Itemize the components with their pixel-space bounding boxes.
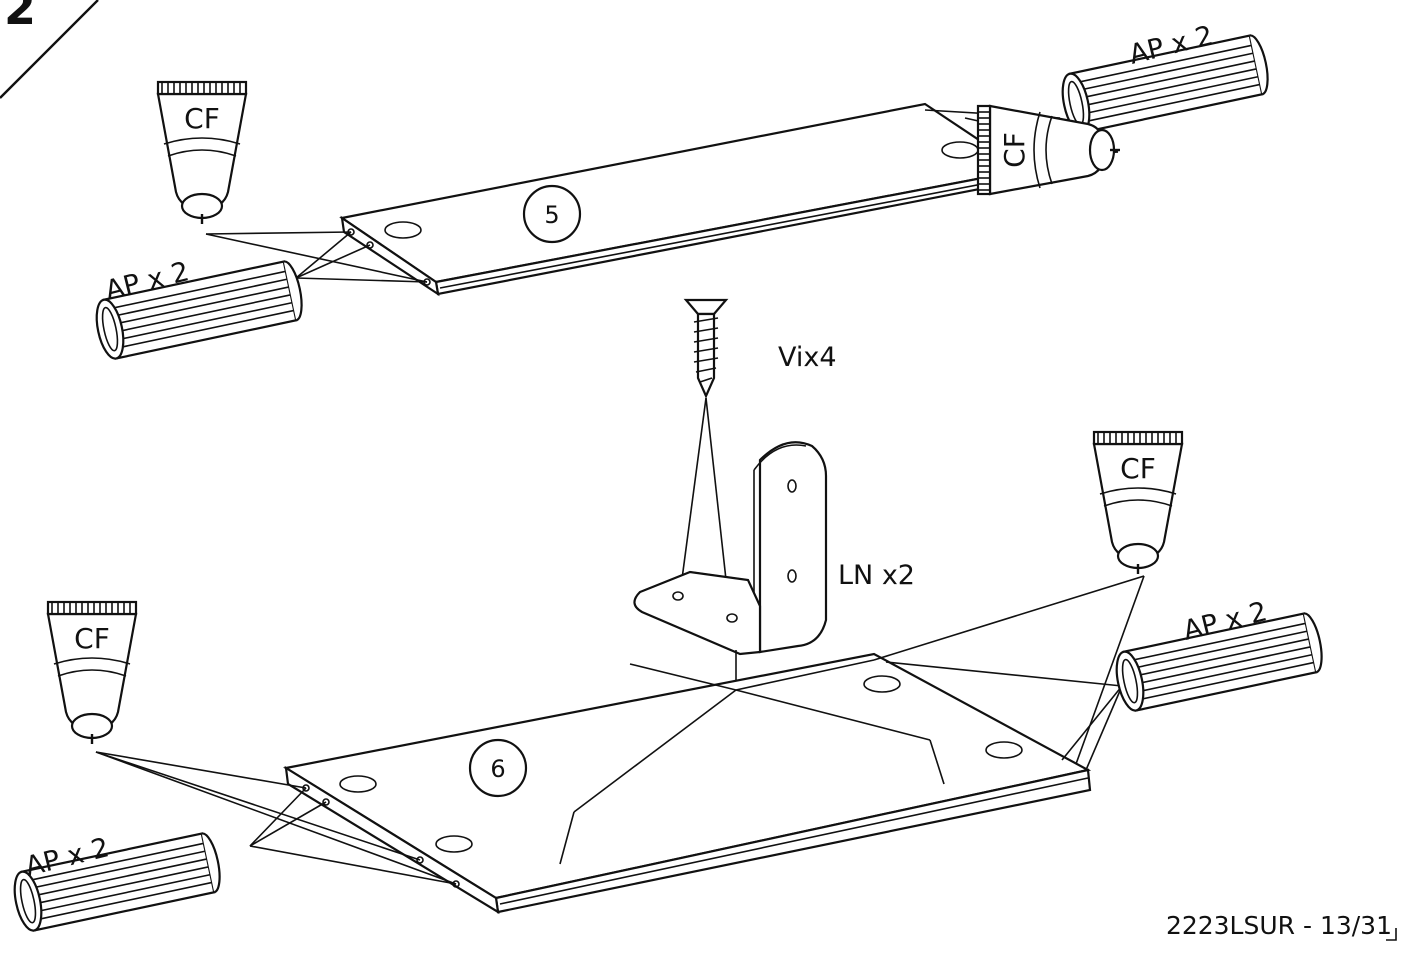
glue-tube-icon: CF [46, 600, 138, 746]
panel-6: 6 [283, 652, 1092, 915]
glue-label: CF [1120, 452, 1156, 485]
glue-label: CF [74, 622, 110, 655]
glue-label: CF [998, 132, 1031, 168]
screw-icon [683, 298, 729, 399]
panel-5: 5 [339, 102, 1028, 297]
glue-tube-icon: CF [976, 104, 1122, 196]
step-divider [0, 0, 99, 99]
glue-tube-icon: CF [1092, 430, 1184, 576]
step-number: 2 [4, 0, 36, 35]
leader-lines-bottom-left [95, 751, 457, 885]
leader-lines-bottom-right [873, 575, 1145, 771]
leader-lines-bracket [559, 659, 945, 865]
l-bracket-icon [633, 441, 828, 656]
panel-5-id: 5 [544, 201, 559, 229]
glue-tube-icon: CF [156, 80, 248, 226]
dowel-icon [8, 830, 226, 935]
bracket-label: LN x2 [838, 560, 915, 591]
corner-mark [1386, 928, 1397, 941]
glue-label: CF [184, 102, 220, 135]
page-reference: 2223LSUR - 13/31 [1166, 911, 1392, 940]
screw-label: Vix4 [778, 342, 837, 373]
panel-6-id: 6 [490, 755, 505, 783]
